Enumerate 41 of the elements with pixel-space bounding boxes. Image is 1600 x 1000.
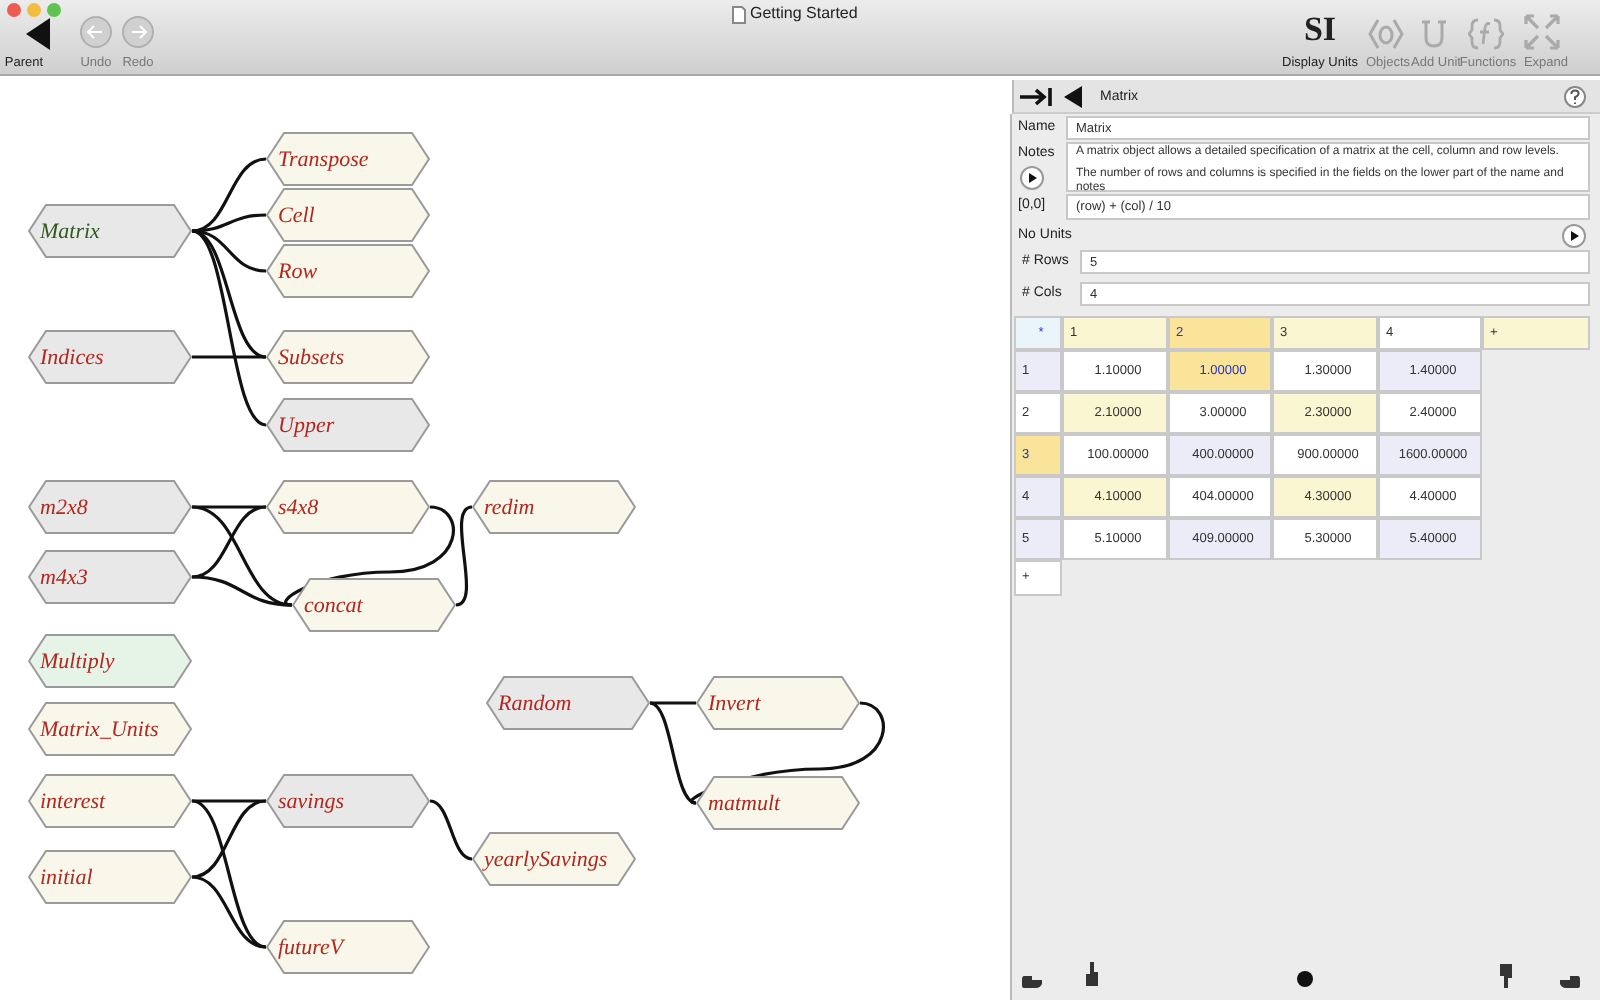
- window-title: Getting Started: [750, 4, 860, 26]
- hexagon-node: savings: [266, 774, 430, 828]
- hexagon-node: interest: [28, 774, 192, 828]
- connector-line: [455, 505, 473, 607]
- hexagon-node: s4x8: [266, 480, 430, 534]
- connector-line: [284, 505, 455, 607]
- hexagon-node: m2x8: [28, 480, 192, 534]
- hexagon-node: Subsets: [266, 330, 430, 384]
- connector-line: [191, 229, 267, 359]
- hexagon-node: Cell: [266, 188, 430, 242]
- hexagon-node: Random: [486, 676, 650, 730]
- hexagon-node: Indices: [28, 330, 192, 384]
- hexagon-node: yearlySavings: [472, 832, 636, 886]
- connector-line: [192, 799, 266, 803]
- hexagon-node: Invert: [696, 676, 860, 730]
- hexagon-node: Transpose: [266, 132, 430, 186]
- connector-line: [191, 229, 267, 273]
- connector-line: [649, 701, 697, 805]
- hexagon-node: futureV: [266, 920, 430, 974]
- hexagon-node: initial: [28, 850, 192, 904]
- connector-line: [191, 799, 267, 949]
- hexagon-node: Matrix_Units: [28, 702, 192, 756]
- connector-line: [191, 575, 293, 607]
- hexagon-node: m4x3: [28, 550, 192, 604]
- connector-line: [192, 355, 266, 359]
- hexagon-node: Multiply: [28, 634, 192, 688]
- hexagon-node: Row: [266, 244, 430, 298]
- hexagon-node: redim: [472, 480, 636, 534]
- connector-line: [429, 799, 473, 861]
- si-symbol: SI: [1301, 10, 1339, 50]
- connector-line: [191, 505, 267, 579]
- connector-line: [191, 213, 267, 233]
- hexagon-node: Matrix: [28, 204, 192, 258]
- connector-line: [191, 799, 267, 879]
- connector-line: [191, 229, 267, 427]
- connector-line: [191, 875, 267, 949]
- connector-line: [192, 505, 266, 509]
- hexagon-node: Upper: [266, 398, 430, 452]
- hexagon-node: concat: [292, 578, 456, 632]
- hexagon-node: matmult: [696, 776, 860, 830]
- connector-line: [650, 701, 696, 705]
